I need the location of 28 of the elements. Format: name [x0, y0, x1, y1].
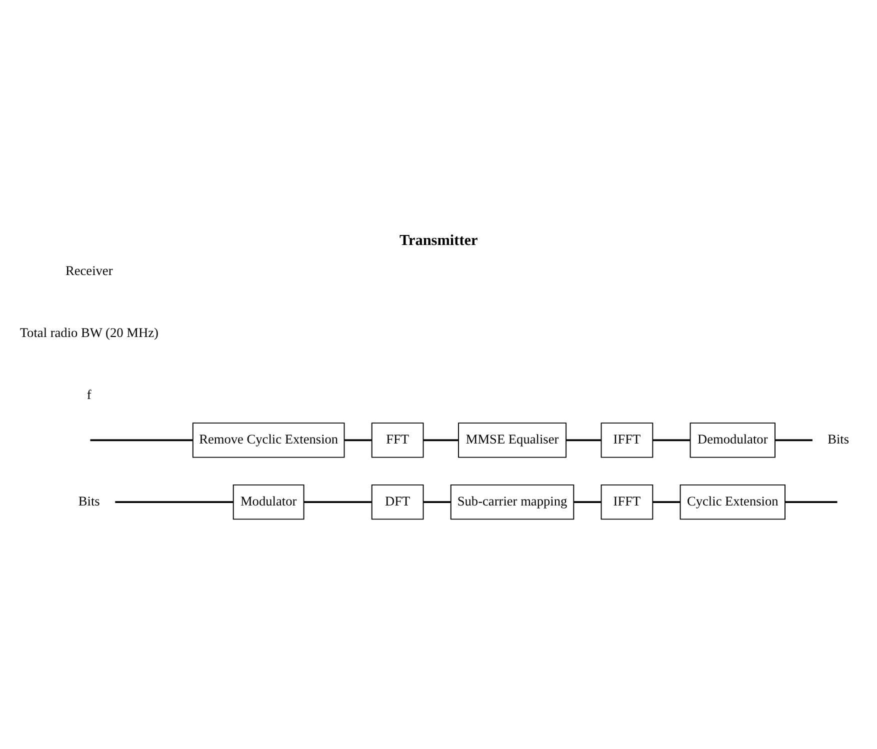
node-box: Modulator [232, 484, 304, 520]
label: Total radio BW (20 MHz) [20, 325, 158, 340]
node-box: DFT [371, 484, 424, 520]
connector [423, 439, 458, 442]
label: f [86, 386, 92, 402]
node-box: MMSE Equaliser [458, 422, 567, 458]
node-box: Remove Cyclic Extension [192, 422, 345, 458]
connector [115, 501, 234, 504]
connector [344, 439, 372, 442]
node-box: Cyclic Extension [680, 484, 786, 520]
node-text: Bits [78, 494, 100, 509]
node-box: FFT [371, 422, 424, 458]
connector [90, 439, 193, 442]
connector [304, 501, 372, 504]
node-box: IFFT [600, 422, 654, 458]
node-box: IFFT [600, 484, 654, 520]
connector [423, 501, 451, 504]
node-box: Demodulator [690, 422, 776, 458]
connector [775, 439, 812, 442]
connector [652, 439, 690, 442]
node-text: Bits [828, 432, 850, 447]
connector [785, 501, 838, 504]
diagram-title: Transmitter [399, 232, 478, 249]
node-box: Sub-carrier mapping [450, 484, 574, 520]
connector [574, 501, 602, 504]
connector [652, 501, 680, 504]
label: Receiver [65, 263, 113, 278]
connector [566, 439, 602, 442]
